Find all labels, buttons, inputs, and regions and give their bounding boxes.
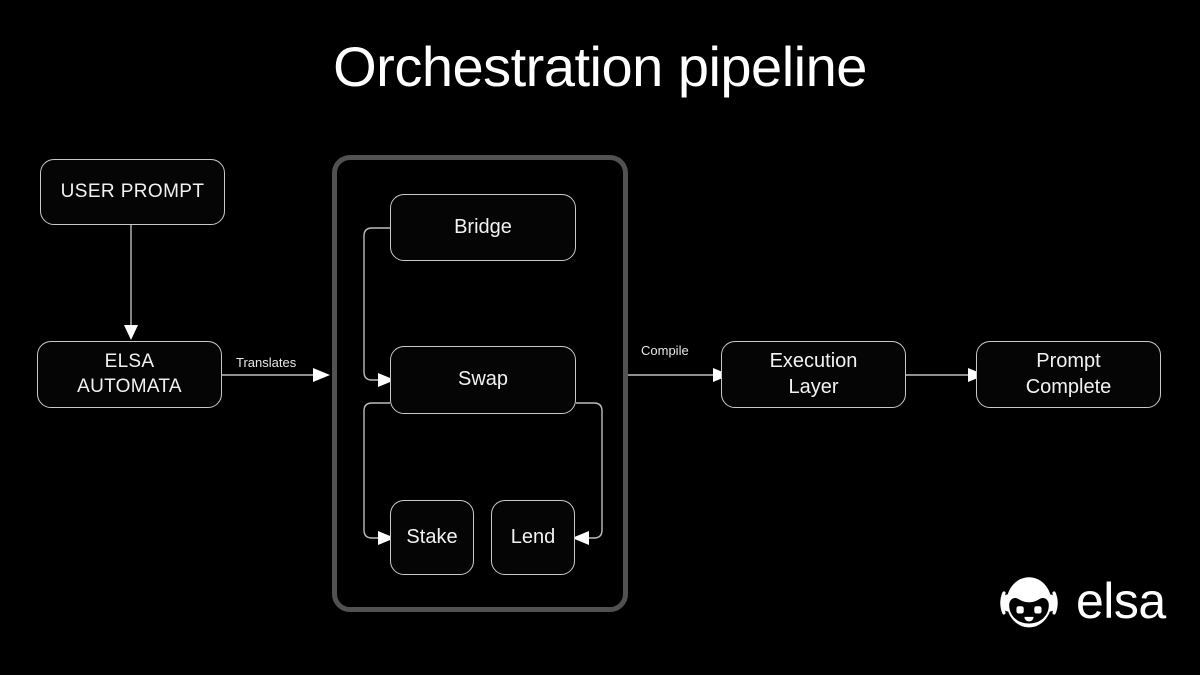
node-prompt-complete[interactable]: Prompt Complete: [976, 341, 1161, 408]
node-stake[interactable]: Stake: [390, 500, 474, 575]
node-bridge[interactable]: Bridge: [390, 194, 576, 261]
node-swap-label: Swap: [457, 368, 509, 391]
orchestrator-container: [332, 155, 628, 612]
node-execution-layer-label: Execution Layer: [769, 349, 858, 398]
edge-label-translates: Translates: [236, 355, 297, 370]
node-swap[interactable]: Swap: [390, 346, 576, 414]
node-user-prompt-label: USER PROMPT: [60, 180, 205, 202]
node-stake-label: Stake: [406, 525, 458, 548]
node-lend[interactable]: Lend: [491, 500, 575, 575]
brand-name: elsa: [1076, 573, 1166, 629]
node-elsa-automata-label: ELSA AUTOMATA: [77, 351, 182, 397]
page-title: Orchestration pipeline: [333, 35, 867, 98]
node-lend-label: Lend: [510, 525, 556, 548]
node-elsa-automata[interactable]: ELSA AUTOMATA: [37, 341, 222, 408]
edge-execution-to-prompt-complete: [906, 368, 985, 382]
edge-elsa-to-orchestrator: [222, 368, 330, 382]
edge-label-compile: Compile: [641, 343, 689, 358]
node-execution-layer[interactable]: Execution Layer: [721, 341, 906, 408]
brand-logo: elsa: [996, 568, 1166, 634]
edge-user-prompt-to-elsa: [124, 225, 138, 340]
edge-orchestrator-to-execution: [628, 368, 730, 382]
node-user-prompt[interactable]: USER PROMPT: [40, 159, 225, 225]
robot-head-icon: [1000, 577, 1058, 628]
node-prompt-complete-label: Prompt Complete: [1025, 349, 1112, 398]
node-bridge-label: Bridge: [454, 215, 512, 238]
